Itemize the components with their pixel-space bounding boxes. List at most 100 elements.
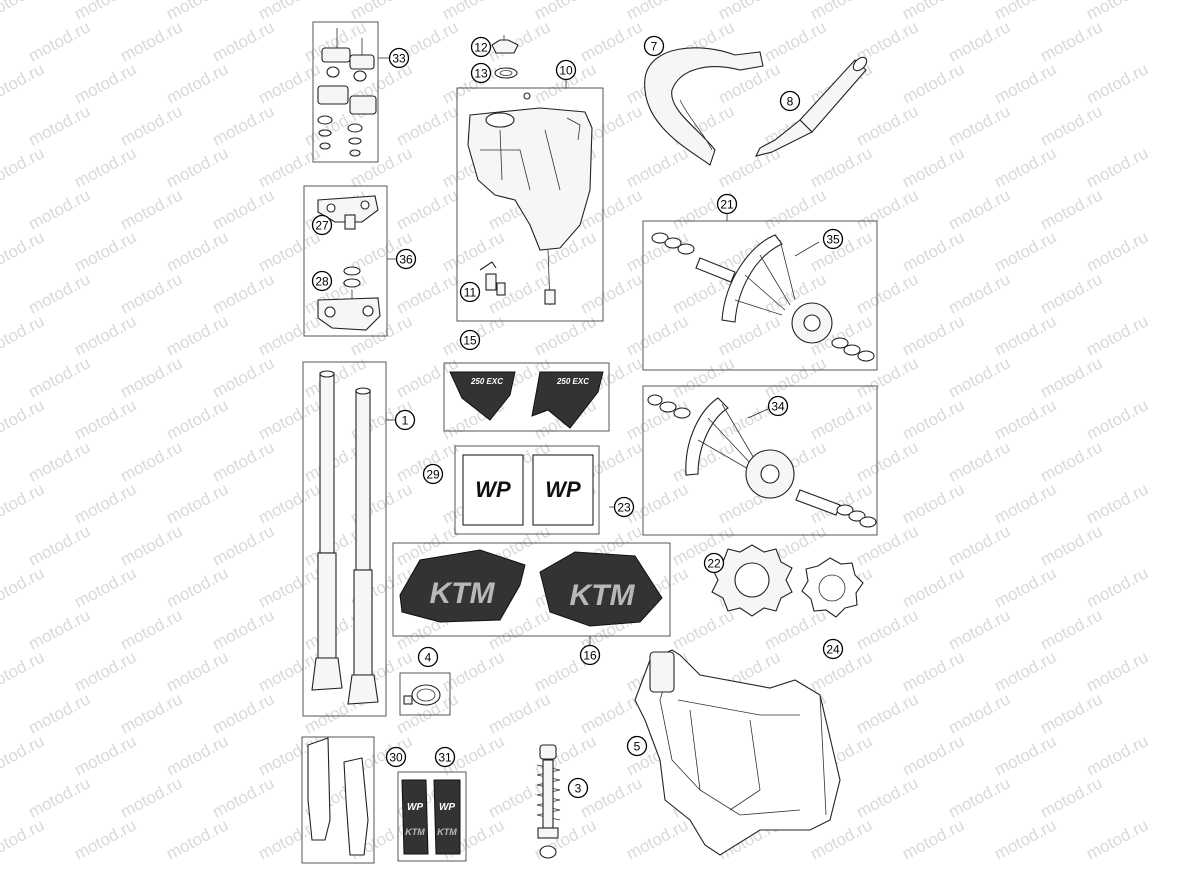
clamp-ring bbox=[403, 684, 441, 706]
rear-brake-disc bbox=[801, 557, 864, 618]
rear-wheel bbox=[647, 394, 877, 528]
callout-number: 28 bbox=[315, 275, 329, 289]
callout-number: 27 bbox=[315, 219, 329, 233]
callout-number: 5 bbox=[634, 740, 641, 754]
handlebar-clamp-assembly bbox=[317, 28, 377, 157]
callout-number: 4 bbox=[425, 651, 432, 665]
callout-circle bbox=[613, 496, 635, 518]
cap-seal bbox=[494, 67, 518, 79]
callout-35: 35 bbox=[822, 228, 844, 250]
frame bbox=[634, 649, 841, 856]
box-31 bbox=[397, 771, 467, 862]
box-33 bbox=[312, 21, 379, 163]
callout-29: 29 bbox=[422, 463, 444, 485]
fuel-tap bbox=[479, 261, 506, 296]
box-4 bbox=[399, 672, 451, 716]
callout-circle bbox=[716, 193, 738, 215]
decal-wp-right: WP bbox=[545, 477, 581, 502]
fuel-tank bbox=[467, 92, 593, 306]
callout-circle bbox=[822, 228, 844, 250]
callout-number: 31 bbox=[438, 751, 452, 765]
callout-circle bbox=[311, 270, 333, 292]
callout-circle bbox=[459, 329, 481, 351]
shroud-decals: KTM KTM bbox=[399, 549, 663, 627]
callout-30: 30 bbox=[385, 746, 407, 768]
callout-circle bbox=[385, 746, 407, 768]
box-21 bbox=[642, 220, 878, 371]
callout-33: 33 bbox=[388, 47, 410, 69]
callout-circle bbox=[470, 36, 492, 58]
callout-number: 15 bbox=[463, 334, 477, 348]
callout-number: 12 bbox=[474, 41, 488, 55]
callout-number: 24 bbox=[826, 643, 840, 657]
decal-guard-ktm-right: KTM bbox=[437, 827, 457, 837]
fork-guard-decals: WP WP KTM KTM bbox=[401, 779, 461, 855]
decal-ktm-right: KTM bbox=[570, 579, 636, 612]
callout-circle bbox=[579, 644, 601, 666]
callout-7: 7 bbox=[643, 35, 665, 57]
callout-circle bbox=[388, 47, 410, 69]
lower-triple-clamp bbox=[317, 290, 381, 331]
callout-number: 13 bbox=[474, 67, 488, 81]
callout-number: 23 bbox=[617, 501, 631, 515]
decal-guard-wp-left: WP bbox=[407, 802, 423, 813]
callout-number: 10 bbox=[559, 64, 573, 78]
silencer bbox=[754, 56, 868, 157]
callout-number: 29 bbox=[426, 468, 440, 482]
callout-number: 30 bbox=[389, 751, 403, 765]
front-brake-disc bbox=[711, 544, 793, 617]
callout-5: 5 bbox=[626, 735, 648, 757]
callout-27: 27 bbox=[311, 214, 333, 236]
callout-13: 13 bbox=[470, 62, 492, 84]
callout-12: 12 bbox=[470, 36, 492, 58]
callout-10: 10 bbox=[555, 59, 577, 81]
callout-31: 31 bbox=[434, 746, 456, 768]
callout-number: 7 bbox=[651, 40, 658, 54]
callout-number: 21 bbox=[720, 198, 734, 212]
decal-guard-wp-right: WP bbox=[439, 802, 455, 813]
callout-28: 28 bbox=[311, 270, 333, 292]
callout-16: 16 bbox=[579, 644, 601, 666]
steering-bearing bbox=[343, 266, 361, 288]
decal-guard-ktm-left: KTM bbox=[405, 827, 425, 837]
box-1 bbox=[302, 361, 387, 717]
box-30 bbox=[301, 736, 375, 864]
callout-circle bbox=[555, 59, 577, 81]
callout-circle bbox=[822, 638, 844, 660]
callout-circle bbox=[703, 552, 725, 574]
rear-shock bbox=[536, 744, 561, 859]
decal-wp-left: WP bbox=[475, 477, 511, 502]
callout-circle bbox=[395, 248, 417, 270]
callout-circle bbox=[417, 646, 439, 668]
callout-8: 8 bbox=[779, 90, 801, 112]
callout-circle bbox=[470, 62, 492, 84]
fuel-cap bbox=[491, 35, 519, 54]
front-wheel bbox=[651, 232, 875, 362]
box-23 bbox=[642, 385, 878, 536]
callout-circle bbox=[767, 395, 789, 417]
callout-number: 34 bbox=[771, 400, 785, 414]
box-36 bbox=[303, 185, 388, 337]
callout-number: 22 bbox=[707, 557, 721, 571]
callout-number: 33 bbox=[392, 52, 406, 66]
front-fork bbox=[311, 370, 379, 705]
decal-model-right: 250 EXC bbox=[556, 377, 589, 386]
callout-number: 16 bbox=[583, 649, 597, 663]
box-10 bbox=[456, 87, 604, 322]
callout-4: 4 bbox=[417, 646, 439, 668]
callout-1: 1 bbox=[394, 409, 416, 431]
callout-34: 34 bbox=[767, 395, 789, 417]
fork-guards bbox=[307, 737, 369, 856]
upper-triple-clamp bbox=[317, 195, 379, 230]
callout-number: 8 bbox=[787, 95, 794, 109]
callout-3: 3 bbox=[567, 777, 589, 799]
callout-23: 23 bbox=[613, 496, 635, 518]
callout-circle bbox=[422, 463, 444, 485]
tank-decals: 250 EXC 250 EXC bbox=[449, 371, 604, 429]
callout-number: 35 bbox=[826, 233, 840, 247]
callout-circle bbox=[567, 777, 589, 799]
callout-36: 36 bbox=[395, 248, 417, 270]
callout-number: 3 bbox=[575, 782, 582, 796]
box-29 bbox=[454, 445, 600, 535]
